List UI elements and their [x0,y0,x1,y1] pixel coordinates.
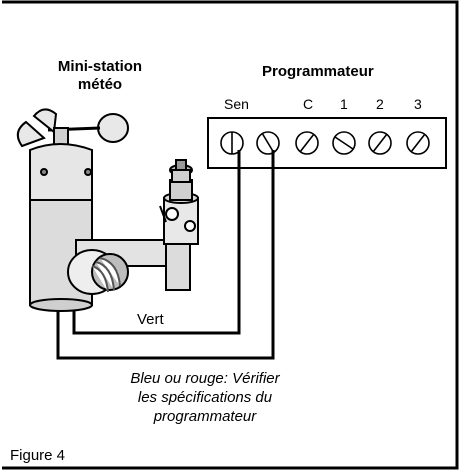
wire-note-line1: Bleu ou rouge: Vérifier [130,370,280,387]
figure-caption: Figure 4 [10,447,66,464]
terminal-label-3: 3 [414,96,422,112]
wire-green [72,150,241,335]
weather-station-illustration [16,108,199,312]
station-title-line1: Mini-station [57,58,143,75]
wire-note: Bleu ou rouge: Vérifier les spécificatio… [100,369,310,426]
wire-note-line2: les spécifications du [137,389,273,406]
wire-blue-red [56,150,275,360]
controller-title: Programmateur [262,63,374,80]
terminal-label-c: C [303,96,314,112]
wire-note-line3: programmateur [153,408,257,425]
terminal-label-sen: Sen [224,96,249,112]
terminal-label-1: 1 [340,96,348,112]
green-wire-label: Vert [137,311,164,328]
wires [56,150,275,360]
station-title: Mini-station météo [40,58,160,94]
station-title-line2: météo [77,76,123,93]
terminal-label-2: 2 [376,96,384,112]
controller-terminal-block [207,117,447,169]
